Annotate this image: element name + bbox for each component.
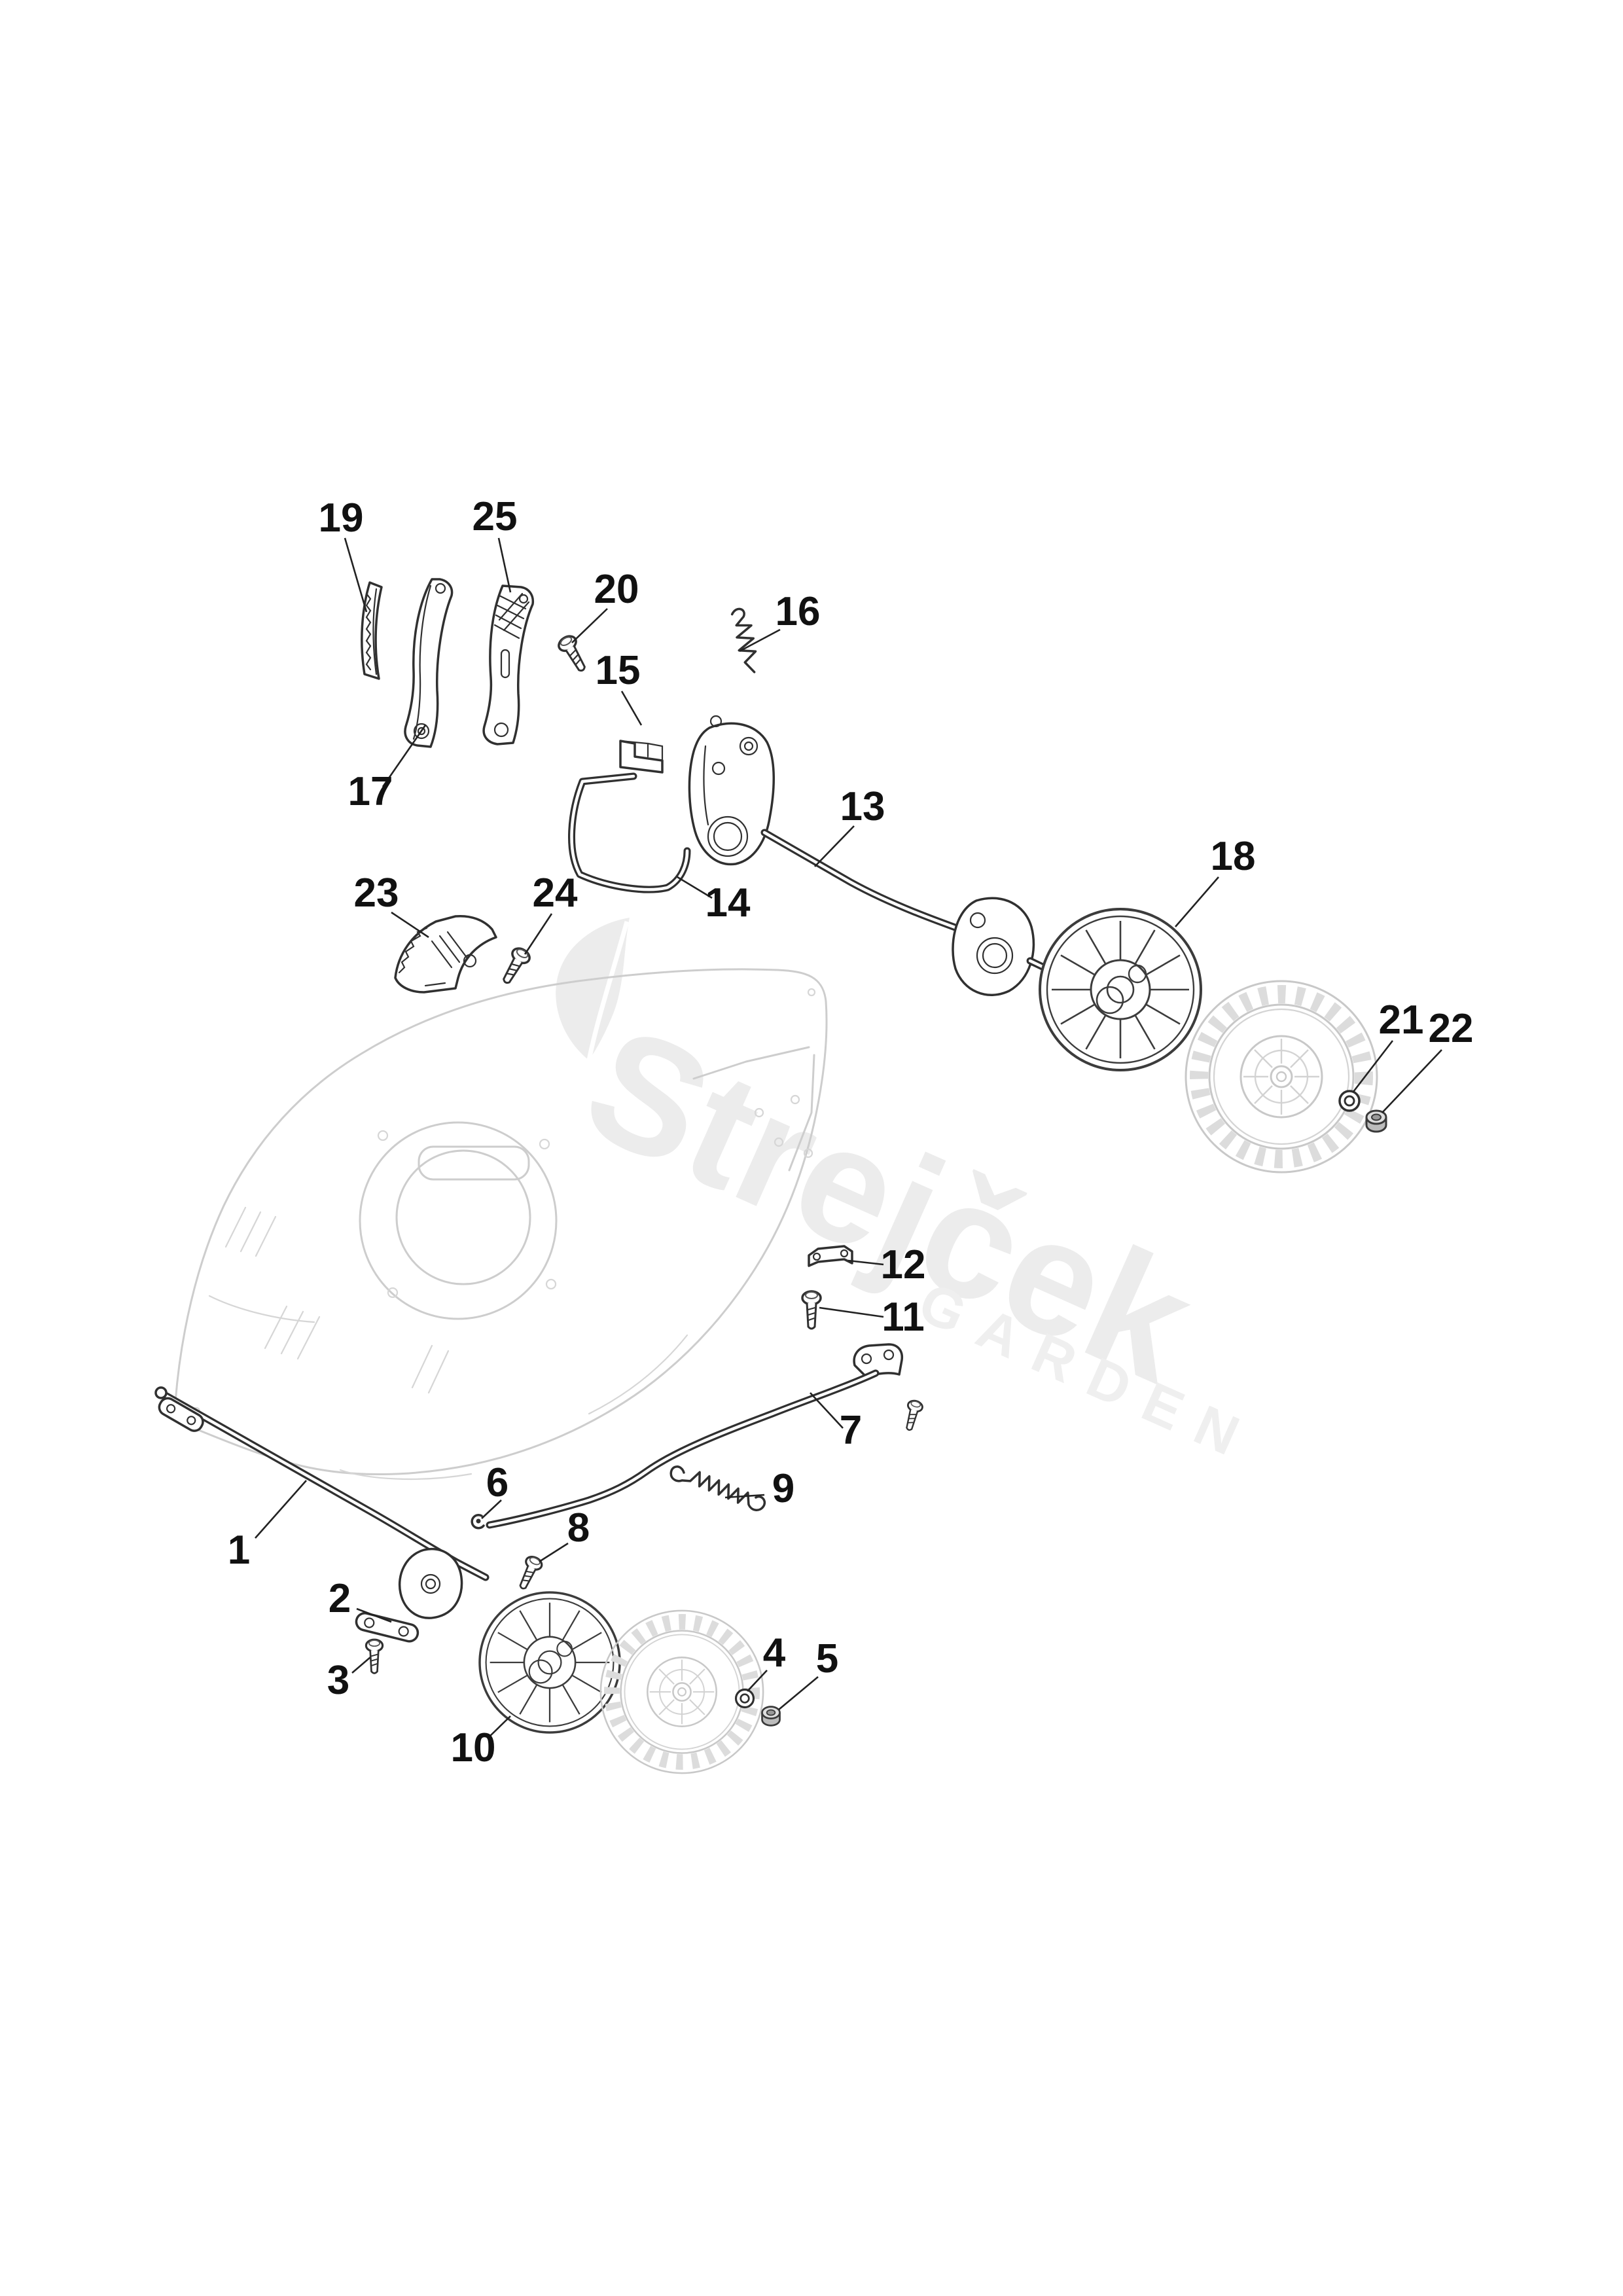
leader-line-17 — [382, 725, 427, 787]
part-label-11: 11 — [882, 1295, 925, 1340]
leader-line-10 — [487, 1715, 511, 1739]
leader-line-6 — [481, 1499, 502, 1519]
part-1-left-plate — [158, 1397, 204, 1432]
part-7-end-screw — [901, 1398, 925, 1433]
part-19-lever — [361, 581, 383, 680]
part-15-bracket — [619, 740, 664, 774]
leader-line-9 — [724, 1494, 765, 1499]
part-13-height-axle — [688, 715, 1064, 996]
part-label-9: 9 — [772, 1466, 794, 1511]
rear-wheel — [1186, 981, 1377, 1172]
leader-line-5 — [778, 1676, 819, 1710]
part-label-17: 17 — [348, 769, 393, 814]
leader-line-12 — [847, 1259, 884, 1266]
part-13-housing — [688, 715, 776, 866]
leader-line-20 — [571, 608, 608, 643]
leader-line-3 — [351, 1657, 371, 1674]
part-label-6: 6 — [486, 1460, 508, 1505]
leader-line-4 — [747, 1670, 768, 1692]
part-label-20: 20 — [594, 567, 639, 612]
leader-line-19 — [344, 537, 368, 613]
part-label-21: 21 — [1379, 997, 1424, 1043]
part-8-screw — [513, 1553, 545, 1593]
leader-line-23 — [391, 911, 429, 939]
part-label-8: 8 — [567, 1505, 590, 1551]
leaf-icon — [556, 918, 630, 1060]
part-23-hatch — [431, 931, 469, 969]
leader-line-24 — [524, 913, 553, 955]
leader-line-18 — [1175, 876, 1219, 927]
part-6-clip — [471, 1514, 485, 1530]
leaf-icon-vein — [586, 921, 630, 1061]
part-label-2: 2 — [329, 1576, 351, 1621]
mower-deck-outline — [174, 968, 828, 1480]
leader-line-22 — [1382, 1049, 1442, 1113]
leader-lines — [255, 537, 1442, 1739]
part-label-3: 3 — [327, 1658, 349, 1703]
part-1-pivot-bracket — [399, 1548, 463, 1619]
part-label-13: 13 — [840, 784, 885, 829]
part-7-rear-axle — [486, 1343, 925, 1529]
leader-line-21 — [1352, 1040, 1394, 1092]
part-label-24: 24 — [533, 870, 578, 916]
part-17-lever — [404, 578, 454, 748]
leader-line-14 — [677, 876, 713, 899]
part-label-25: 25 — [473, 494, 518, 539]
part-label-16: 16 — [776, 589, 821, 634]
part-11-screw — [801, 1290, 822, 1330]
part-label-5: 5 — [816, 1636, 838, 1681]
part-label-10: 10 — [451, 1725, 496, 1770]
part-label-4: 4 — [763, 1630, 786, 1676]
leader-line-7 — [810, 1392, 844, 1429]
part-20-screw — [555, 632, 592, 676]
deck-handle-mount — [692, 1046, 815, 1172]
leader-line-8 — [539, 1542, 569, 1563]
part-21-washer — [1338, 1090, 1361, 1112]
part-label-18: 18 — [1211, 834, 1256, 879]
deck-bolt-holes — [192, 988, 816, 1416]
part-3-screw — [365, 1638, 384, 1675]
leader-line-13 — [814, 825, 855, 867]
leader-line-1 — [255, 1480, 307, 1539]
leader-line-25 — [497, 537, 512, 593]
part-label-19: 19 — [319, 495, 364, 541]
part-14-rod — [568, 772, 691, 893]
part-18-hubcap — [1039, 908, 1202, 1071]
part-16-spring — [730, 607, 757, 673]
part-22-nut — [1365, 1109, 1387, 1133]
leader-line-15 — [620, 691, 643, 726]
part-label-1: 1 — [228, 1528, 250, 1573]
leader-line-11 — [819, 1306, 884, 1318]
part-label-15: 15 — [596, 648, 641, 693]
part-label-22: 22 — [1429, 1006, 1474, 1051]
part-23-quadrant — [394, 914, 497, 994]
deck-vent-slots — [224, 1206, 450, 1394]
part-2-plate — [355, 1612, 419, 1643]
part-7-bracket — [853, 1343, 904, 1378]
part-1-front-axle — [154, 1386, 490, 1619]
part-12-bracket — [808, 1245, 853, 1267]
part-9-spring — [669, 1465, 766, 1511]
part-label-12: 12 — [881, 1242, 926, 1287]
part-label-14: 14 — [705, 880, 751, 925]
part-25-lever — [482, 584, 535, 745]
part-labels: 19 25 20 16 15 17 13 18 23 24 14 21 22 1… — [228, 494, 1474, 1770]
part-label-23: 23 — [354, 870, 399, 916]
part-25-grip-hatch — [493, 592, 530, 639]
part-10-hubcap — [478, 1591, 621, 1734]
part-5-nut — [761, 1706, 781, 1727]
part-label-7: 7 — [840, 1408, 862, 1453]
leader-line-16 — [739, 628, 781, 653]
leader-line-2 — [356, 1607, 392, 1623]
part-4-washer — [734, 1688, 755, 1709]
